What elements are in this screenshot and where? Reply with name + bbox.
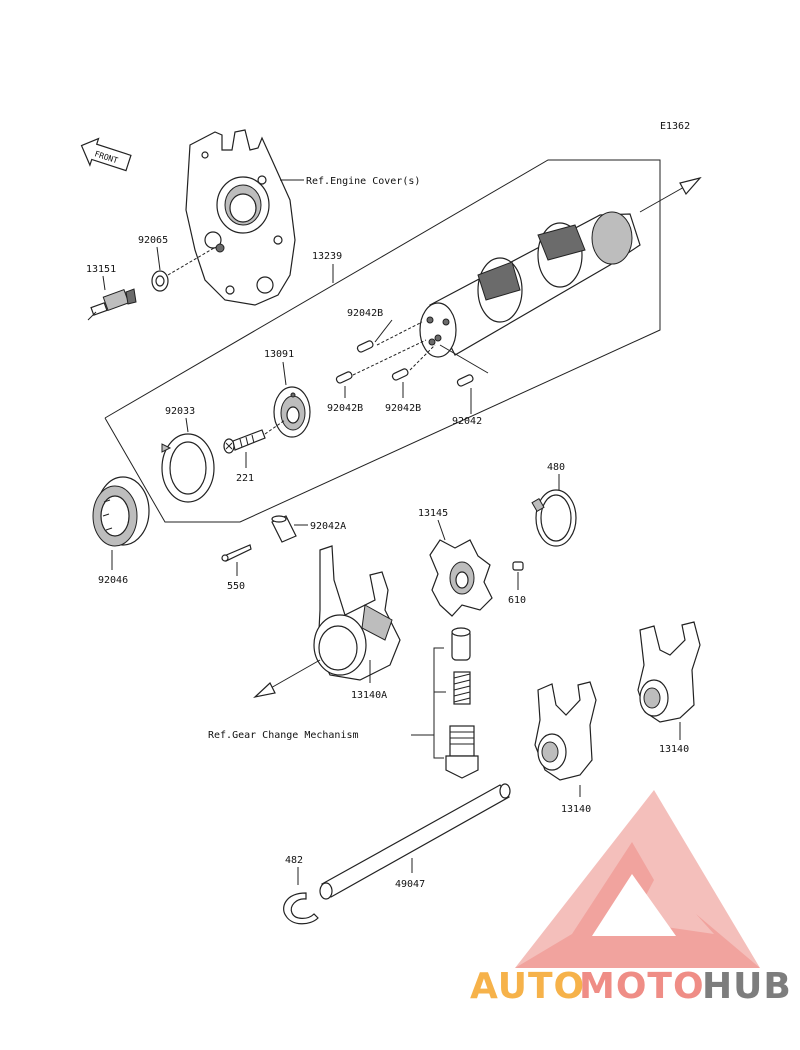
part-label-13140-right: 13140 <box>659 744 689 755</box>
watermark-auto: AUTO <box>470 966 585 1007</box>
part-label-550: 550 <box>227 581 245 592</box>
part-label-610: 610 <box>508 595 526 606</box>
cam-13145 <box>429 539 493 617</box>
diagram-code: E1362 <box>660 121 690 132</box>
detent-bolt <box>445 725 479 779</box>
part-label-92042A: 92042A <box>310 521 346 532</box>
automotohub-logo: AUTO MOTO HUB <box>470 790 792 1007</box>
part-label-13091: 13091 <box>264 349 294 360</box>
pin-92042 <box>456 374 474 387</box>
ref-engine-cover-label: Ref.Engine Cover(s) <box>306 176 420 187</box>
shift-fork-13140-right <box>637 621 701 723</box>
watermark-moto: MOTO <box>579 966 705 1007</box>
assembly-box-outline <box>104 159 661 523</box>
bearing-92046 <box>92 476 150 547</box>
part-label-49047: 49047 <box>395 879 425 890</box>
front-arrow-icon: FRONT <box>80 137 132 172</box>
part-label-482: 482 <box>285 855 303 866</box>
part-label-92042B-mid: 92042B <box>385 403 421 414</box>
pin-610 <box>512 561 524 571</box>
pin-92042B-mid <box>391 368 409 381</box>
watermark-hub: HUB <box>702 966 792 1007</box>
engine-cover <box>185 129 296 306</box>
circlip-480 <box>531 489 577 547</box>
screw-221 <box>223 429 266 454</box>
part-label-13145: 13145 <box>418 508 448 519</box>
pin-92042B-left <box>335 371 353 384</box>
part-label-13140A: 13140A <box>351 690 387 701</box>
pin-550 <box>221 544 252 562</box>
part-label-92033: 92033 <box>165 406 195 417</box>
detent-pin <box>451 627 471 661</box>
detent-spring <box>453 671 471 705</box>
shaft-49047 <box>319 783 511 900</box>
part-label-92046: 92046 <box>98 575 128 586</box>
shift-drum-13239 <box>419 211 641 358</box>
ring-92033 <box>161 433 215 503</box>
part-label-480: 480 <box>547 462 565 473</box>
shift-fork-13140-left <box>534 681 597 781</box>
e-clip-482 <box>283 892 319 925</box>
part-label-13140-left: 13140 <box>561 804 591 815</box>
part-label-92042B-left: 92042B <box>327 403 363 414</box>
part-label-92042: 92042 <box>452 416 482 427</box>
part-label-92042B-top: 92042B <box>347 308 383 319</box>
neutral-switch-13151 <box>87 288 137 321</box>
pin-92042B-top <box>356 340 374 353</box>
ref-gear-change-label: Ref.Gear Change Mechanism <box>208 730 359 741</box>
pin-92042A <box>271 515 297 543</box>
part-label-13151: 13151 <box>86 264 116 275</box>
part-label-92065: 92065 <box>138 235 168 246</box>
drum-plate-13091 <box>273 386 311 438</box>
shift-fork-13140A <box>313 545 401 681</box>
part-label-221: 221 <box>236 473 254 484</box>
part-label-13239: 13239 <box>312 251 342 262</box>
